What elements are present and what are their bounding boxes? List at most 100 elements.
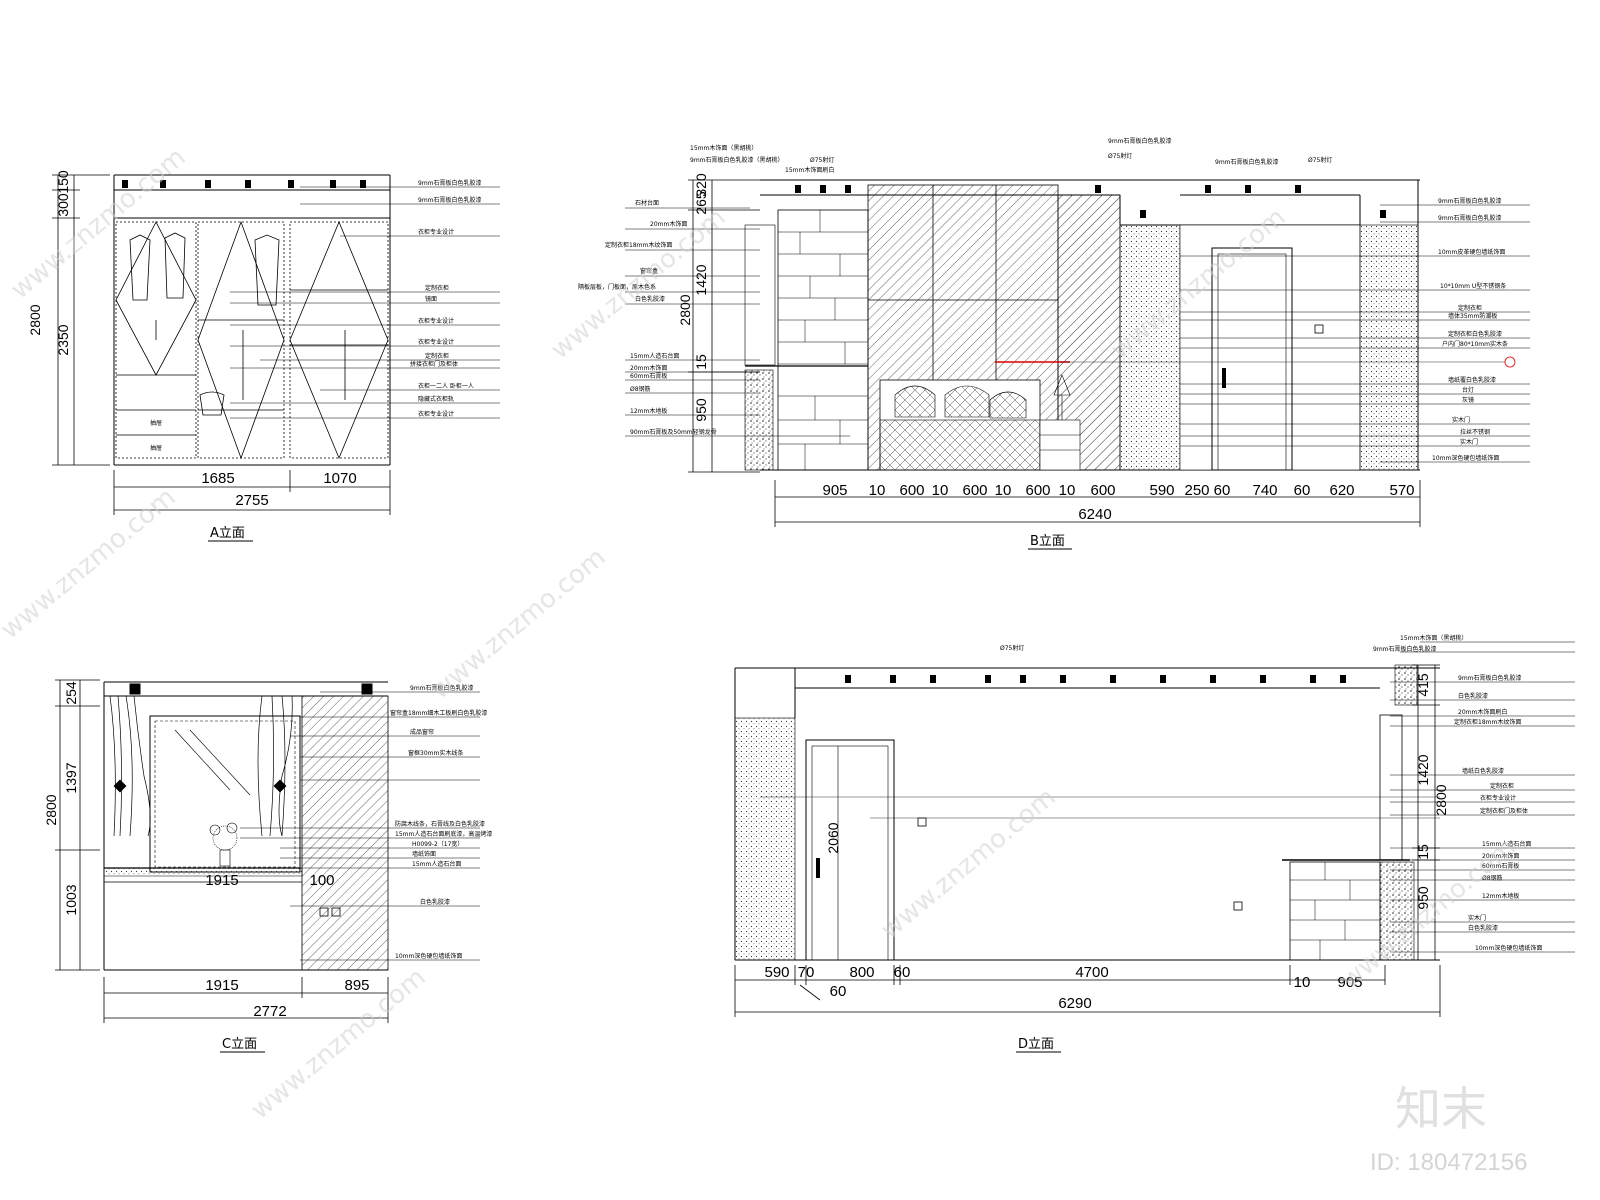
dim-b-950: 950 xyxy=(693,398,709,422)
callout-b-left-3: 石材台面 xyxy=(635,199,659,207)
watermark-logo: 知末 xyxy=(1395,1082,1487,1136)
dim-b-265: 265 xyxy=(693,191,709,215)
dim-c-2772: 2772 xyxy=(253,1003,286,1020)
callout-d-3: 9mm石膏板白色乳胶漆 xyxy=(1458,674,1522,682)
dim-d-4700: 4700 xyxy=(1075,964,1108,981)
dim-d-415: 415 xyxy=(1415,673,1431,697)
dim-d-2060: 2060 xyxy=(825,822,841,853)
callout-b-left-10: 20mm木饰面 xyxy=(630,364,667,372)
dim-d-60: 60 xyxy=(830,983,847,1000)
dim-c-2800: 2800 xyxy=(43,794,59,825)
callout-leaders-c xyxy=(240,691,480,961)
callout-b-right-13: 实木门 xyxy=(1460,438,1478,446)
callout-c-4: 防腐木线条，石膏线及白色乳胶漆 xyxy=(395,820,485,828)
callout-b-left-14: 90mm石膏板及50mm轻钢龙骨 xyxy=(630,428,717,436)
title-d: D立面 xyxy=(1018,1037,1054,1052)
watermark-text-5: www.znzmo.com xyxy=(425,542,611,705)
dim-d-590: 590 xyxy=(764,964,789,981)
elevation-d: 2060 415 1420 2800 15 950 xyxy=(734,634,1575,1053)
callout-a-6: 衣柜专业设计 xyxy=(418,338,454,346)
drawer-label-1: 抽屉 xyxy=(150,419,162,427)
watermark-text-4: www.znzmo.com xyxy=(0,482,182,645)
callout-a-8: 拼接衣柜门及柜体 xyxy=(410,360,458,368)
dim-a-2755: 2755 xyxy=(235,492,268,509)
callout-d-18: 10mm深色硬包墙纸饰面 xyxy=(1475,944,1542,952)
dim-d-70: 70 xyxy=(798,964,815,981)
dim-a-300: 300 xyxy=(55,193,71,217)
dim-b-320: 320 xyxy=(693,173,709,197)
callout-d-9: 衣柜专业设计 xyxy=(1480,794,1516,802)
dim-d-905: 905 xyxy=(1337,974,1362,991)
callout-d-12: 20mm木饰面 xyxy=(1482,852,1519,860)
title-b: B立面 xyxy=(1030,534,1065,549)
callout-b-left-12: Ø8钢筋 xyxy=(630,385,651,393)
callout-b-top-2: Ø75射灯 xyxy=(810,156,834,164)
callout-a-5: 衣柜专业设计 xyxy=(418,317,454,325)
callout-b-right-7: 户内门80*10mm实木条 xyxy=(1442,340,1508,348)
callouts-b-top: 9mm石膏板白色乳胶漆 Ø75射灯 Ø75射灯 9mm石膏板白色乳胶漆 Ø75射… xyxy=(810,137,1332,166)
title-c: C立面 xyxy=(222,1037,257,1052)
callout-d-15: 12mm木地板 xyxy=(1482,892,1519,900)
callout-a-1: 9mm石膏板白色乳胶漆 xyxy=(418,196,482,204)
callout-b-right-8: 墙纸覆白色乳胶漆 xyxy=(1448,376,1496,384)
callout-b-right-12: 拉丝不锈钢 xyxy=(1460,428,1490,436)
callout-leaders-b-left xyxy=(625,207,850,437)
flower-vase-c xyxy=(209,822,238,867)
bed-b xyxy=(879,374,1081,471)
callout-c-5: 15mm人造石台面刷底漆，高温烤漆 xyxy=(395,830,492,838)
elevation-a: 150 300 2350 2800 xyxy=(27,170,500,542)
callout-b-right-2: 10mm皮革硬包墙纸饰面 xyxy=(1438,248,1505,256)
dim-c-1397: 1397 xyxy=(63,762,79,793)
dims-b-segments: 905 10 600 10 600 10 600 10 600 590 250 … xyxy=(822,482,1414,499)
dim-b-seg-3: 10 xyxy=(932,482,949,499)
dim-d-800: 800 xyxy=(849,964,874,981)
callout-b-top-3: 9mm石膏板白色乳胶漆 xyxy=(1215,158,1279,166)
brick-b xyxy=(778,210,868,470)
callout-b-top-4: Ø75射灯 xyxy=(1308,156,1332,164)
callout-a-3: 定制衣柜 xyxy=(425,284,449,292)
watermark-text-8: www.znzmo.com xyxy=(245,962,431,1125)
callout-d-10: 定制衣柜门及柜体 xyxy=(1480,807,1528,815)
ceiling-lights-a xyxy=(122,180,366,188)
callout-b-right-5: 墙体35mm防潮板 xyxy=(1448,312,1497,320)
callout-a-2: 衣柜专业设计 xyxy=(418,228,454,236)
dim-b-seg-15: 570 xyxy=(1389,482,1414,499)
dim-b-seg-8: 600 xyxy=(1090,482,1115,499)
callout-b-right-3: 10*10mm U型不锈钢条 xyxy=(1440,282,1506,290)
dim-b-seg-4: 600 xyxy=(962,482,987,499)
callout-d-0: 15mm木饰面（黑胡桃） xyxy=(1400,634,1467,642)
dim-b-seg-12: 740 xyxy=(1252,482,1277,499)
callout-b-right-11: 实木门 xyxy=(1452,416,1470,424)
callout-c-7: 墙纸饰面 xyxy=(412,850,436,858)
callouts-c: 9mm石膏板白色乳胶漆 窗帘盒18mm细木工板刷白色乳胶漆 成品窗帘 窗框30m… xyxy=(390,684,492,960)
callout-b-left-2: 15mm木饰面刷白 xyxy=(785,166,834,174)
watermark-text-6: www.znzmo.com xyxy=(875,782,1061,945)
callout-c-0: 9mm石膏板白色乳胶漆 xyxy=(410,684,474,692)
callout-b-left-9: 15mm人造石台面 xyxy=(630,352,679,360)
callout-c-10: 10mm深色硬包墙纸饰面 xyxy=(395,952,462,960)
callout-d-7: 墙纸白色乳胶漆 xyxy=(1462,767,1504,775)
ceiling-lights-d xyxy=(845,675,1346,683)
dim-d-950: 950 xyxy=(1415,886,1431,910)
callout-d-8: 定制衣柜 xyxy=(1490,782,1514,790)
dim-d-6290: 6290 xyxy=(1058,995,1091,1012)
callout-c-8: 15mm人造石台面 xyxy=(412,860,461,868)
callout-d-2: Ø75射灯 xyxy=(1000,644,1024,652)
callout-d-16: 实木门 xyxy=(1468,914,1486,922)
callout-c-9: 白色乳胶漆 xyxy=(420,898,450,906)
callouts-d: 15mm木饰面（黑胡桃） 9mm石膏板白色乳胶漆 Ø75射灯 9mm石膏板白色乳… xyxy=(1000,634,1542,952)
dim-c-100: 100 xyxy=(309,872,334,889)
callout-d-13: 60mm石膏板 xyxy=(1482,862,1519,870)
dim-a-2350: 2350 xyxy=(55,324,71,355)
callout-a-11: 衣柜专业设计 xyxy=(418,410,454,418)
dim-b-6240: 6240 xyxy=(1078,506,1111,523)
callout-b-left-4: 20mm木饰面 xyxy=(650,220,687,228)
callout-leaders-d xyxy=(1390,641,1575,953)
callout-c-6: H0099-2（17宽） xyxy=(412,840,463,848)
callout-d-5: 20mm木饰面刷白 xyxy=(1458,708,1507,716)
elevation-b: 320 265 1420 2800 15 950 xyxy=(578,137,1530,550)
ceiling-lights-b xyxy=(795,185,1386,218)
callout-a-7: 定制衣柜 xyxy=(425,352,449,360)
dim-c-895: 895 xyxy=(344,977,369,994)
